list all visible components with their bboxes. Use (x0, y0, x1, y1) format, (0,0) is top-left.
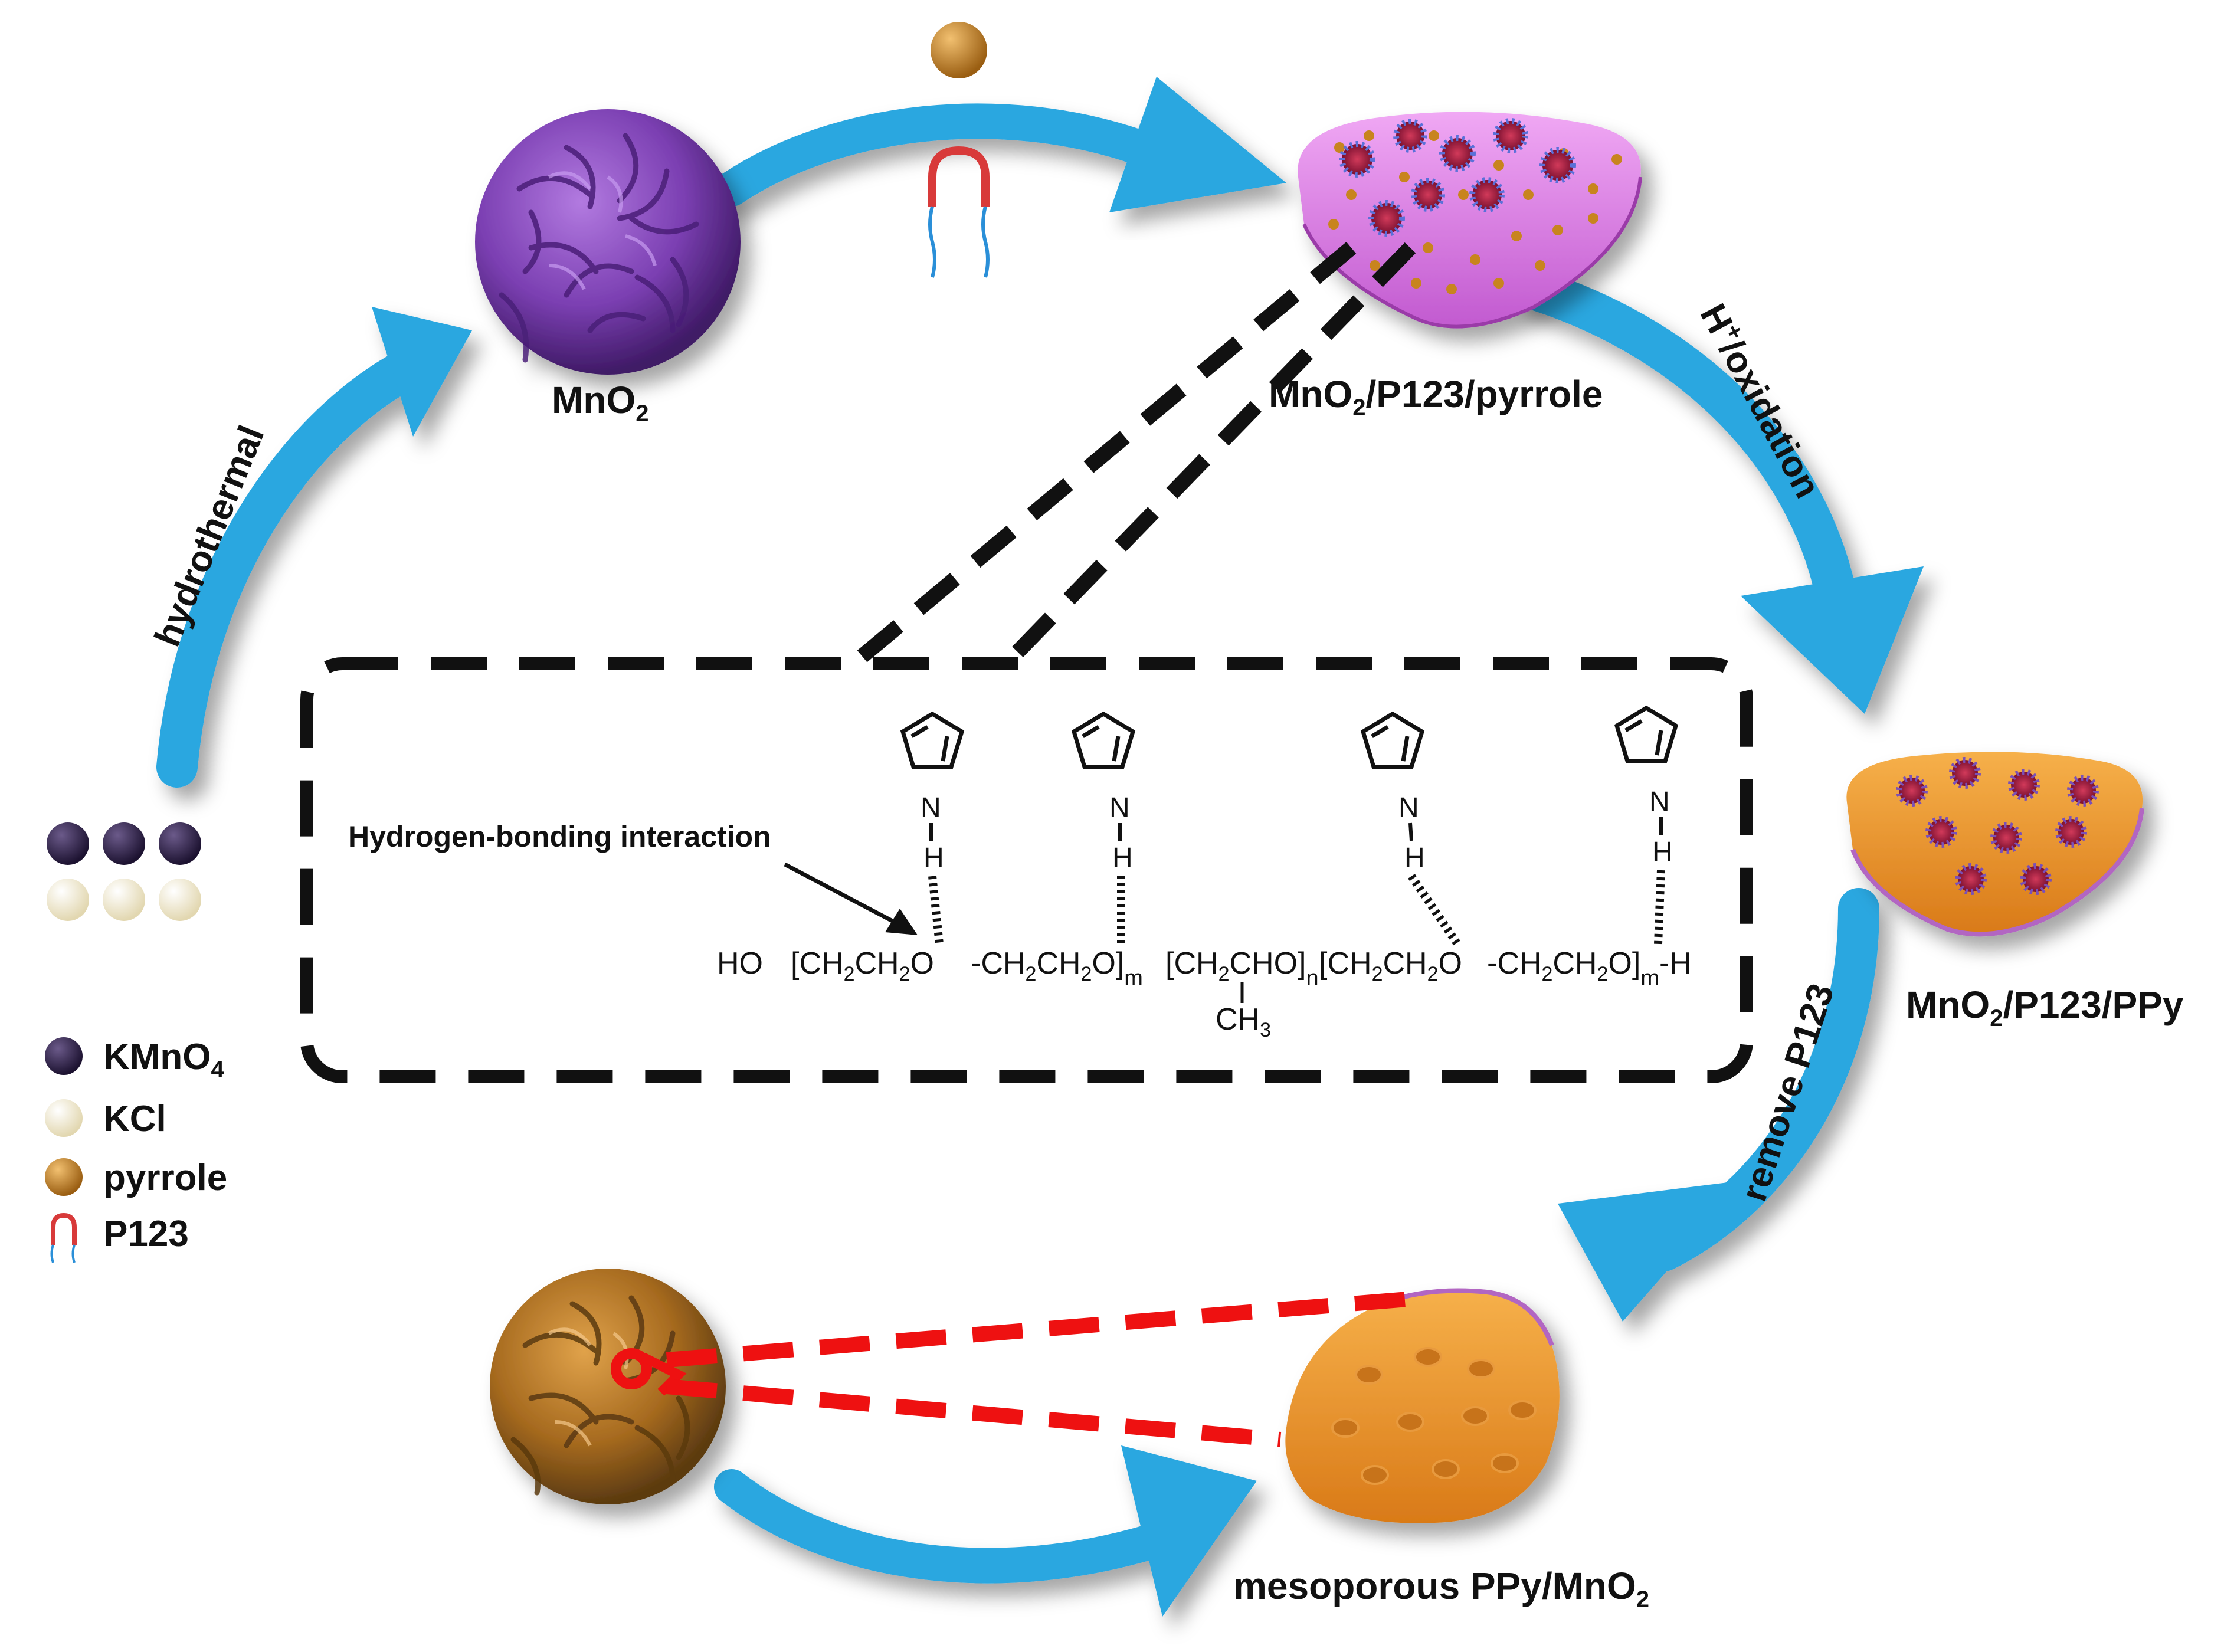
svg-text:H: H (1652, 837, 1673, 868)
svg-text:-CH2CH2O]m-H: -CH2CH2O]m-H (1487, 946, 1692, 991)
legend-p123: P123 (103, 1214, 189, 1254)
svg-text:[CH2CH2O: [CH2CH2O (1319, 946, 1462, 985)
highlight-lines (666, 1290, 1423, 1447)
arrow-to-matrix (714, 77, 1286, 212)
legend-kmno4-swatch (45, 1037, 83, 1075)
legend-pyrrole-swatch (45, 1158, 83, 1196)
nh-bonds (929, 817, 1663, 841)
pyrrole-ring-1 (900, 711, 965, 769)
annotation-arrow (784, 862, 918, 935)
label-step2: MnO2/P123/PPy (1906, 984, 2184, 1031)
svg-text:N: N (921, 792, 941, 824)
legend: KMnO4 KCl pyrrole P123 (45, 1037, 227, 1263)
svg-text:H: H (1112, 843, 1133, 874)
arrow-bottom (714, 1446, 1257, 1617)
mno2-flower (475, 109, 741, 375)
svg-text:CH3: CH3 (1216, 1002, 1271, 1041)
svg-text:-CH2CH2O]m: -CH2CH2O]m (971, 946, 1143, 991)
hydrogen-bonds (928, 870, 1665, 946)
svg-text:N: N (1398, 792, 1419, 824)
svg-text:[CH2CH2O: [CH2CH2O (791, 946, 934, 985)
pyrrole-ring-4 (1614, 705, 1679, 763)
arrow-hydrothermal (156, 307, 472, 788)
mesopores (1331, 1347, 1537, 1485)
svg-text:N: N (1109, 792, 1130, 824)
legend-kcl-swatch (45, 1099, 83, 1137)
matrix-mno2-spheres (1339, 118, 1576, 237)
svg-text:N: N (1649, 786, 1670, 818)
arrow-remove-p123 (1558, 888, 1879, 1322)
label-final: mesoporous PPy/MnO2 (1233, 1565, 1649, 1612)
pyrrole-ring-2 (1071, 711, 1136, 769)
legend-p123-icon (50, 1212, 77, 1263)
label-step1: MnO2/P123/pyrrole (1269, 373, 1603, 421)
arrow-oxidation (1514, 268, 1924, 714)
nh-labels: N H N H N H N H (921, 786, 1673, 874)
pyrrole-ring-3 (1360, 711, 1425, 769)
pyrrole-ball-top (931, 22, 987, 78)
ppy-dome-spheres (1896, 757, 2099, 895)
reagent-balls (47, 822, 201, 921)
inset-box (300, 657, 1753, 1083)
legend-kmno4: KMnO4 (103, 1037, 225, 1083)
legend-pyrrole: pyrrole (103, 1158, 227, 1198)
svg-text:HO: HO (717, 946, 763, 981)
legend-kcl: KCl (103, 1099, 166, 1139)
projection-lines (844, 242, 1416, 673)
p123-icon-top (928, 146, 990, 278)
svg-text:H: H (1404, 843, 1425, 874)
label-mno2: MnO2 (552, 379, 648, 427)
svg-text:H: H (923, 843, 944, 874)
p123-chain-formula: HO [CH2CH2O -CH2CH2O]m [CH2CHO]n [CH2CH2… (717, 946, 1692, 1041)
hbond-annotation: Hydrogen-bonding interaction (348, 820, 771, 853)
